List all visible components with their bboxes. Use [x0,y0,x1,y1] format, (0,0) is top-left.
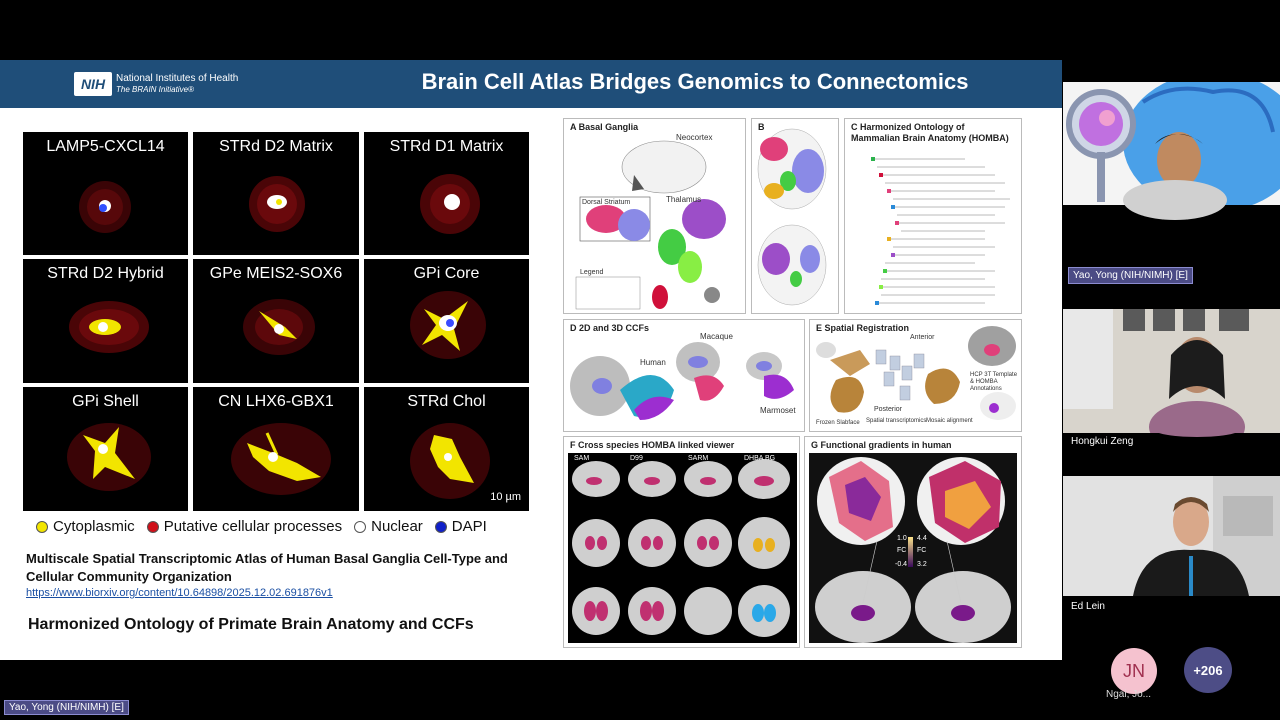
cell-legend: Cytoplasmic Putative cellular processes … [36,518,487,535]
legend-dot [36,520,48,533]
panel-f-title: F Cross species HOMBA linked viewer [570,440,735,450]
section-caption: Harmonized Ontology of Primate Brain Ana… [28,616,474,633]
col-dhba: DHBA BG [744,455,776,462]
panel-e-title: E Spatial Registration [816,323,910,333]
participant-tile[interactable]: Yao, Yong (NIH/NIMH) [E] [1063,82,1280,287]
participant-avatar[interactable]: JN [1111,648,1157,694]
fc-value-top-left: 1.0 [897,535,907,542]
participant-tile[interactable]: Hongkui Zeng [1063,309,1280,455]
legend-dot [434,520,447,533]
legend-item: Nuclear [354,518,423,535]
panel-c-title: C Harmonized Ontology of Mammalian Brain… [851,122,1009,143]
legend-item: Cytoplasmic [36,518,135,535]
label-thalamus: Thalamus [666,195,702,204]
panel-a: A Basal Ganglia Neocortex Thalamus Dorsa… [563,118,746,314]
legend-dot [354,520,367,533]
brain-initiative: The BRAIN Initiative® [116,85,194,94]
cell-image: LAMP5-CXCL14 [23,132,188,255]
nih-name: National Institutes of Health [116,73,239,84]
participant-name: Yao, Yong (NIH/NIMH) [E] [1068,267,1193,284]
label-marmoset: Marmoset [760,406,796,415]
cell-image: STRd D1 Matrix [364,132,529,255]
participant-name: Hongkui Zeng [1071,436,1134,447]
label-human: Human [640,358,666,367]
cell-label: STRd D2 Matrix [219,138,333,155]
cell-label: CN LHX6-GBX1 [218,393,334,410]
participant-name: Ed Lein [1071,601,1105,612]
cell-label: GPi Core [413,265,480,282]
label-posterior: Posterior [874,406,903,413]
panel-d: D 2D and 3D CCFs Human Macaque Marmoset [563,319,805,432]
participant-tile[interactable]: Ed Lein [1063,476,1280,620]
cell-image: STRd D2 Matrix [193,132,359,255]
legend-item: DAPI [434,518,487,535]
legend-dot [146,520,159,533]
label-mosaic: Mosaic alignment [926,418,973,424]
homba-figure: A Basal Ganglia Neocortex Thalamus Dorsa… [563,116,1023,648]
label-spatial: Spatial transcriptomics [866,418,927,424]
panel-g: G Functional gradients in human 1.0 FC -… [804,436,1022,648]
scale-bar: 10 µm [490,491,521,503]
cell-image: STRd Chol 10 µm [364,387,529,511]
label-legend: Legend [580,269,604,276]
fc-label-right: FC [917,547,927,554]
panel-b-title: B [758,122,765,132]
cell-label: GPe MEIS2-SOX6 [209,265,343,282]
fc-value-top-right: 4.4 [917,535,927,542]
panel-g-title: G Functional gradients in human [811,440,952,450]
label-hcp: HCP 3T Template & HOMBA Annotations [970,372,1018,392]
paper-link[interactable]: https://www.biorxiv.org/content/10.64898… [26,587,333,599]
panel-c: C Harmonized Ontology of Mammalian Brain… [844,118,1022,314]
shared-slide: NIH National Institutes of Health The BR… [0,60,1062,660]
slide-header: NIH National Institutes of Health The BR… [0,60,1062,108]
participant-avatar-name: Ngai, Jo... [1106,689,1152,700]
label-dorsal-striatum: Dorsal Striatum [582,199,631,206]
panel-d-title: D 2D and 3D CCFs [570,323,650,333]
cell-image: GPi Core [364,259,529,383]
panel-f: F Cross species HOMBA linked viewer SAM … [563,436,800,648]
label-anterior: Anterior [910,334,935,341]
fc-value-bottom-left: -0.4 [895,561,908,568]
cell-image: STRd D2 Hybrid [23,259,188,383]
slide-title: Brain Cell Atlas Bridges Genomics to Con… [421,69,969,94]
cell-label: LAMP5-CXCL14 [46,138,165,155]
fc-value-bottom-right: 3.2 [917,561,927,568]
cell-image: GPe MEIS2-SOX6 [193,259,359,383]
col-sam: SAM [574,455,590,462]
cell-label: STRd D1 Matrix [389,138,504,155]
cell-label: GPi Shell [72,393,139,410]
nih-logo: NIH National Institutes of Health The BR… [74,72,238,96]
cell-image: GPi Shell [23,387,188,511]
paper-title: Multiscale Spatial Transcriptomic Atlas … [26,551,508,584]
cell-image-grid: LAMP5-CXCL14 STRd D2 Matrix STRd D1 Matr… [23,132,529,512]
col-d99: D99 [630,455,643,462]
fc-label-left: FC [897,547,907,554]
cell-image: CN LHX6-GBX1 [193,387,359,511]
active-speaker-label: Yao, Yong (NIH/NIMH) [E] [4,700,129,715]
legend-item: Putative cellular processes [146,518,342,535]
cell-label: STRd D2 Hybrid [47,265,164,282]
col-sarm: SARM [688,455,709,462]
nih-badge: NIH [74,72,112,96]
panel-b: B [751,118,839,314]
more-participants-button[interactable]: +206 [1184,647,1232,693]
label-frozen: Frozen Slabface [816,420,860,426]
label-macaque: Macaque [700,332,733,341]
panel-e: E Spatial Registration Anterior Posterio… [809,319,1022,432]
label-neocortex: Neocortex [676,133,713,142]
cell-label: STRd Chol [407,393,486,410]
panel-a-title: A Basal Ganglia [570,122,639,132]
